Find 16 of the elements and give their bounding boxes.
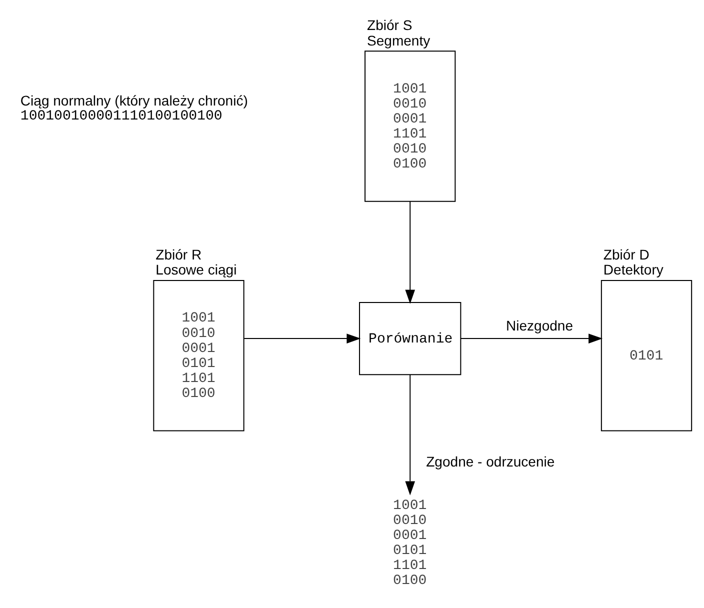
node-label: Zbiór D Detektory (603, 246, 664, 278)
edge-label: Zgodne - odrzucenie (426, 452, 555, 469)
label: Ciąg normalny (który należy chronić) (20, 92, 248, 108)
node-text: 1001 0010 0001 0101 1101 0100 (393, 498, 427, 589)
node-box: 1001 0010 0001 0101 1101 0100 (153, 279, 244, 431)
node-label: Zbiór S Segmenty (367, 16, 430, 48)
label: 100100100001110100100100 (20, 108, 222, 124)
node-box: Porównanie (359, 302, 462, 375)
arrow (405, 200, 415, 304)
node-label: Zbiór R Losowe ciągi (156, 246, 237, 278)
node-box: 1001 0010 0001 1101 0010 0100 (364, 50, 456, 202)
edge-label: Niezgodne (506, 316, 574, 333)
arrow (244, 333, 361, 343)
arrow (405, 374, 415, 495)
node-box: 0101 (600, 279, 692, 431)
arrow (460, 333, 603, 343)
